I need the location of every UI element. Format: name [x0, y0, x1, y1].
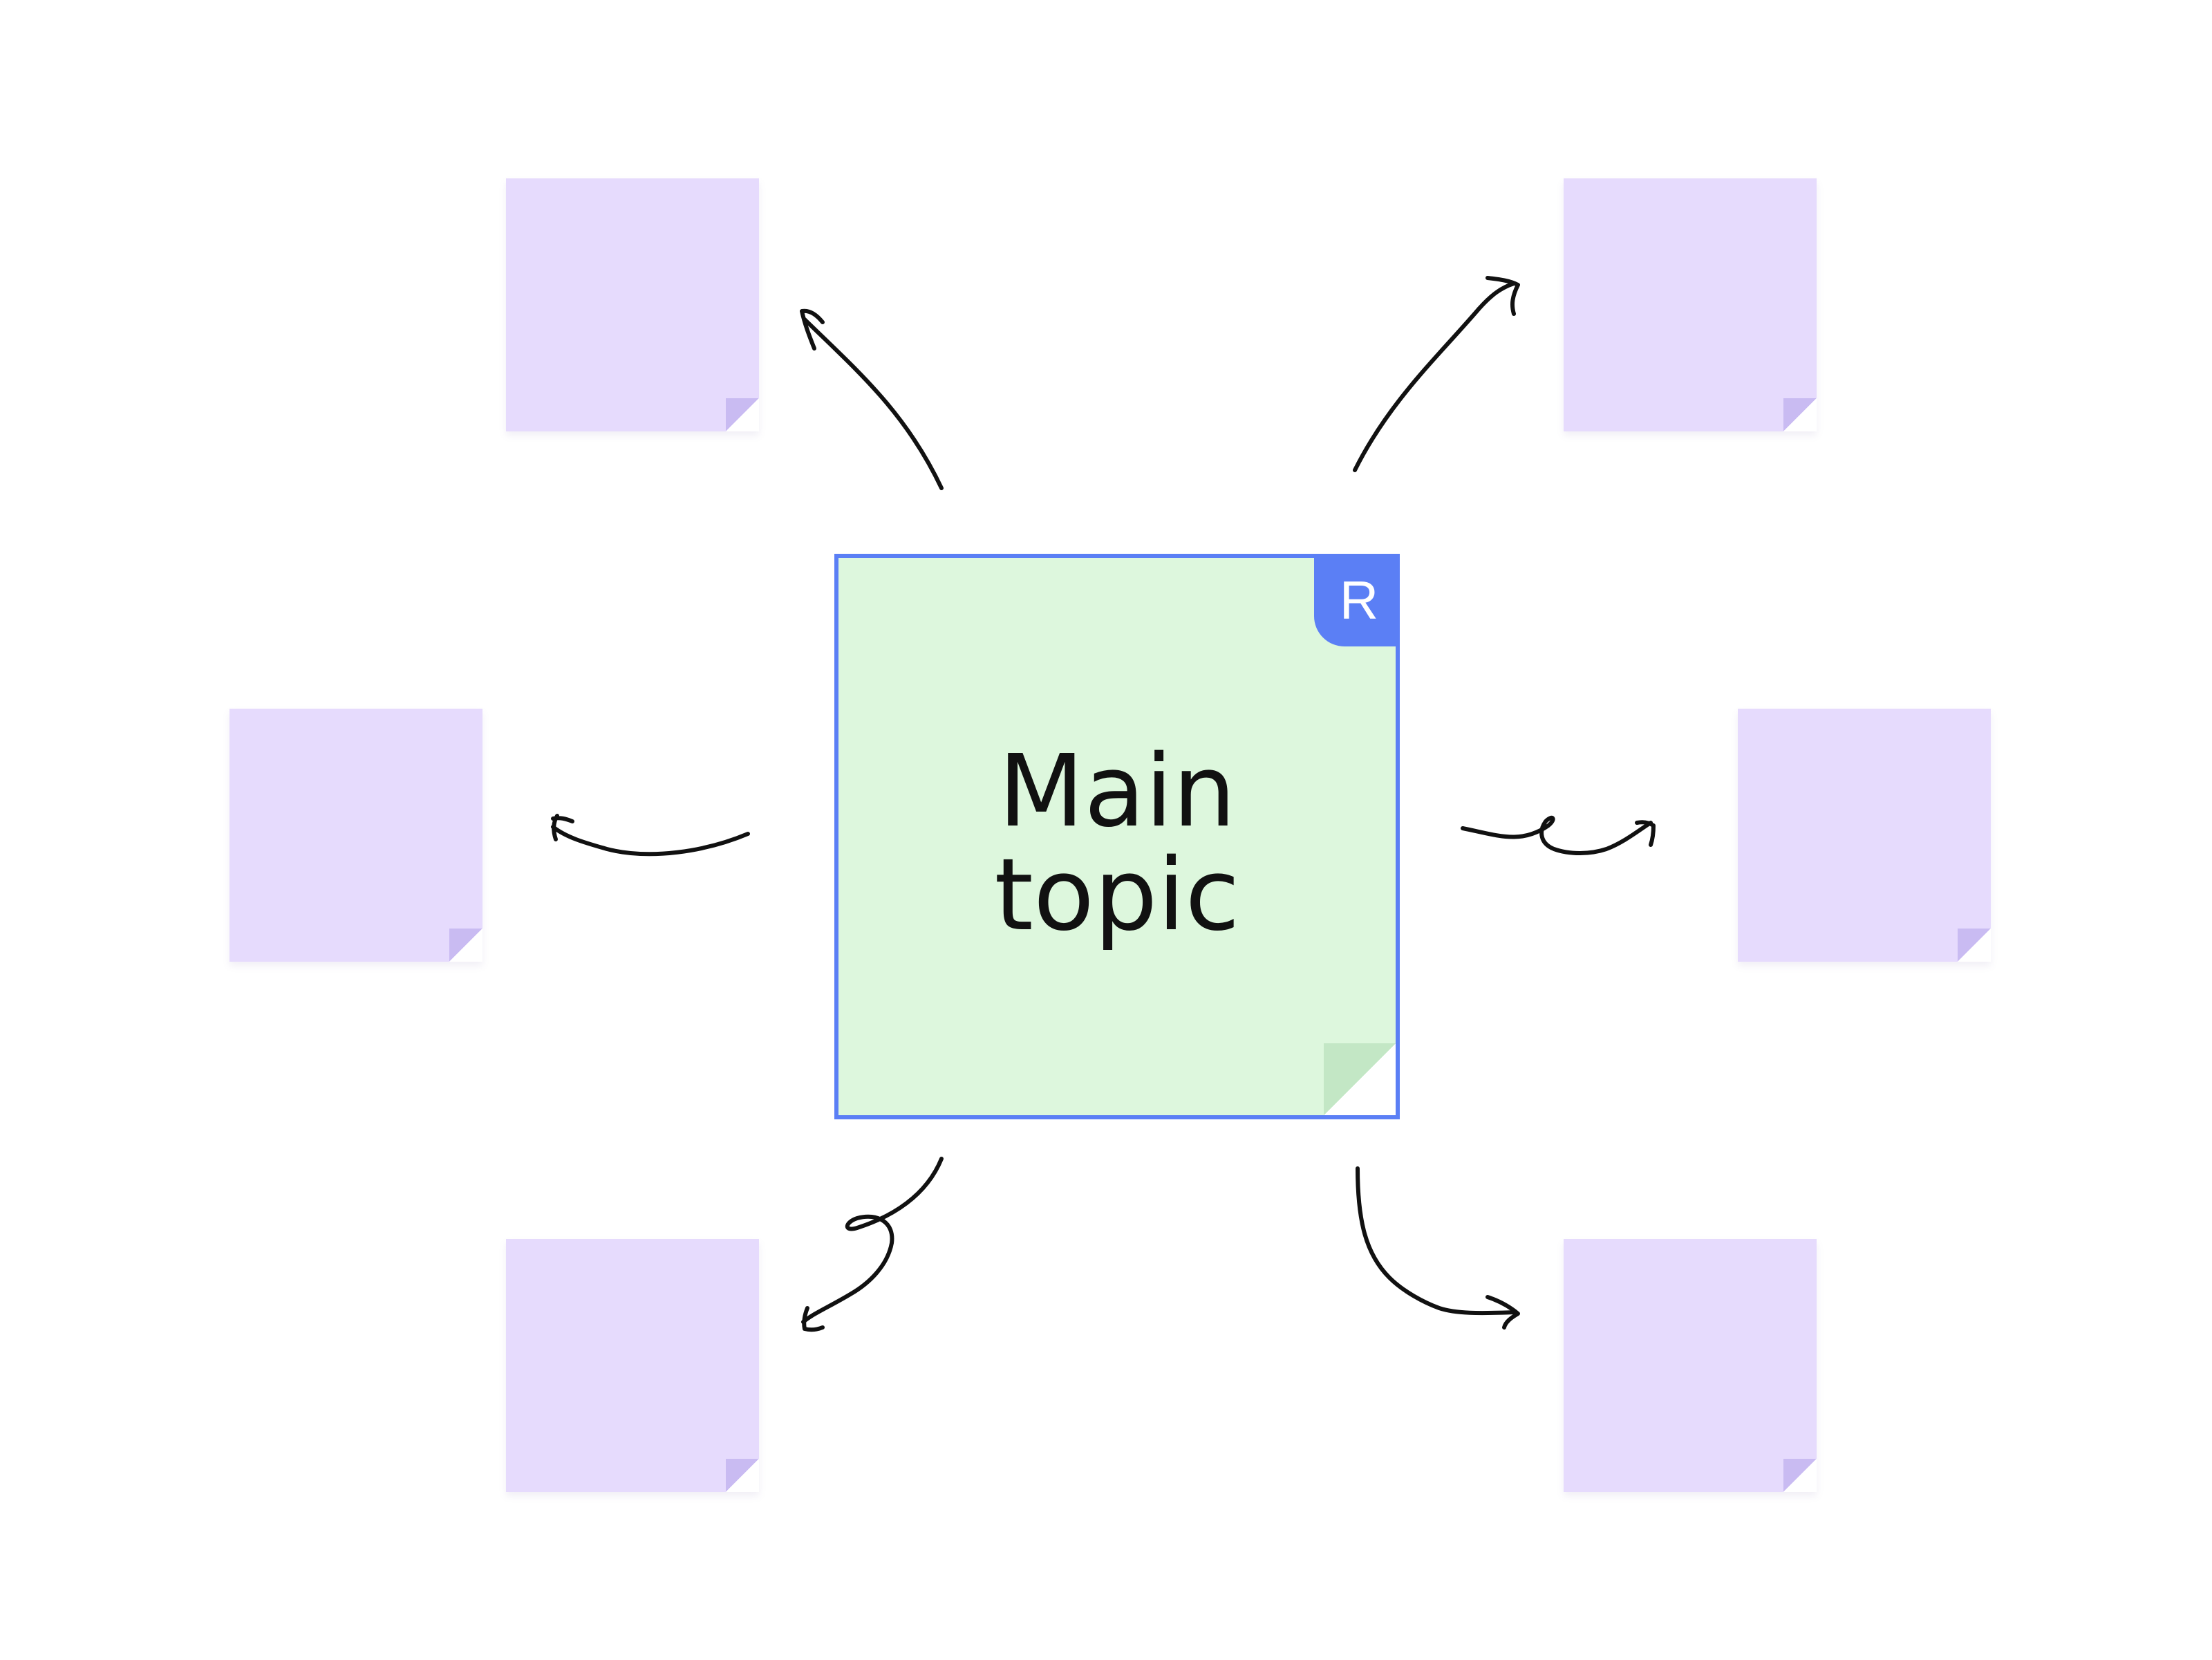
page-fold-icon [1783, 1459, 1817, 1492]
central-sticky-note[interactable]: Main topic R [834, 554, 1400, 1119]
connector-arrow-top-right[interactable] [1353, 276, 1520, 472]
sticky-note-top-right[interactable] [1564, 178, 1817, 431]
connector-arrow-middle-right[interactable] [1461, 815, 1656, 855]
page-fold-icon [1324, 1043, 1396, 1115]
page-fold-icon [726, 1459, 759, 1492]
connector-arrow-bottom-right[interactable] [1356, 1166, 1520, 1330]
connector-arrow-middle-left[interactable] [551, 814, 750, 857]
page-fold-icon [1783, 398, 1817, 431]
page-fold-icon [726, 398, 759, 431]
sticky-note-middle-left[interactable] [229, 709, 482, 962]
connector-arrow-bottom-left[interactable] [801, 1157, 944, 1332]
sticky-note-top-left[interactable] [506, 178, 759, 431]
sticky-note-bottom-right[interactable] [1564, 1239, 1817, 1492]
sticky-note-middle-right[interactable] [1738, 709, 1991, 962]
collaborator-badge: R [1314, 554, 1400, 646]
central-note-text[interactable]: Main topic [994, 733, 1240, 953]
page-fold-icon [449, 929, 482, 962]
page-fold-icon [1958, 929, 1991, 962]
sticky-note-bottom-left[interactable] [506, 1239, 759, 1492]
connector-arrow-top-left[interactable] [800, 308, 944, 490]
